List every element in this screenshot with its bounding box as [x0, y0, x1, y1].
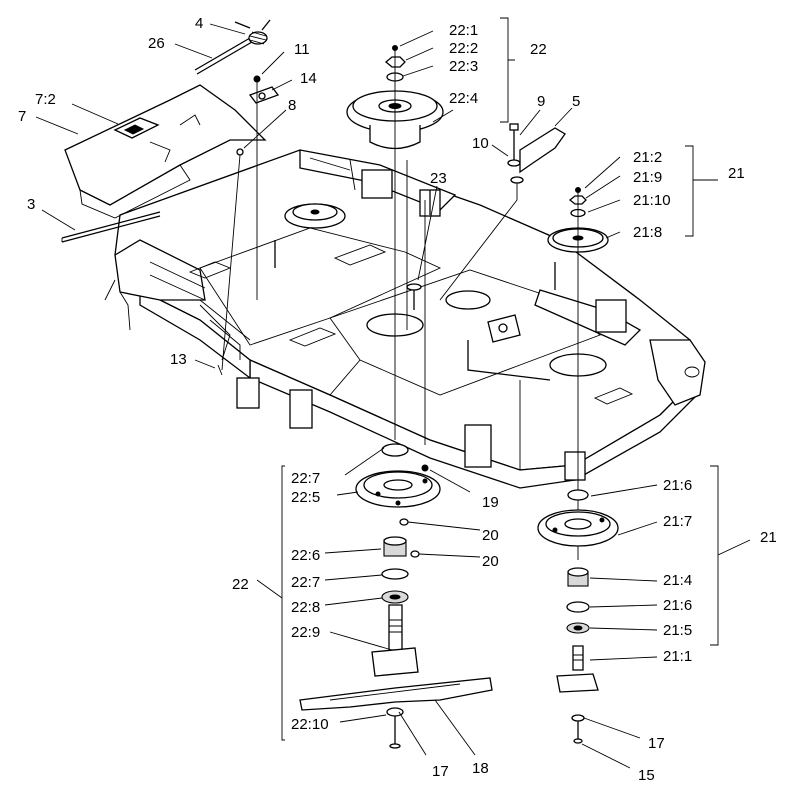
callout-22-7-lower: 22:7: [291, 574, 320, 591]
spindle-housing-21: [537, 489, 619, 744]
callout-26: 26: [148, 35, 165, 52]
callout-22-10: 22:10: [291, 716, 329, 733]
callout-22-9: 22:9: [291, 624, 320, 641]
callout-8: 8: [288, 97, 296, 114]
callout-21-side: 21: [760, 529, 777, 546]
callout-21-top: 21: [728, 165, 745, 182]
spindle-housing-22: [355, 443, 441, 749]
callout-22-6: 22:6: [291, 547, 320, 564]
callout-21-2: 21:2: [633, 149, 662, 166]
callout-23: 23: [430, 170, 447, 187]
callout-21-5: 21:5: [663, 622, 692, 639]
callout-21-7: 21:7: [663, 513, 692, 530]
callout-labels: 4 26 11 14 8 7:2 7 3 13 22:1 22:2 22:3 2…: [18, 15, 777, 784]
callout-21-1: 21:1: [663, 648, 692, 665]
callout-4: 4: [195, 15, 203, 32]
rod: [61, 211, 161, 243]
callout-19: 19: [482, 494, 499, 511]
callout-21-4: 21:4: [663, 572, 692, 589]
callout-22-5: 22:5: [291, 489, 320, 506]
callout-17-right: 17: [648, 735, 665, 752]
callout-11: 11: [294, 41, 310, 58]
idler-arm-hardware: [439, 123, 566, 301]
callout-18: 18: [472, 760, 489, 777]
callout-22-2: 22:2: [449, 40, 478, 57]
belt-cover: [64, 84, 267, 219]
callout-17-left: 17: [432, 763, 449, 780]
mower-deck: [104, 149, 706, 489]
callout-20-upper: 20: [482, 527, 499, 544]
callout-22-1: 22:1: [449, 22, 478, 39]
leader-lines: [35, 17, 751, 769]
callout-20-lower: 20: [482, 553, 499, 570]
callout-22-8: 22:8: [291, 599, 320, 616]
callout-21-8: 21:8: [633, 224, 662, 241]
callout-22-4: 22:4: [449, 90, 478, 107]
pivot-rod: [194, 37, 253, 75]
callout-3: 3: [27, 196, 35, 213]
callout-7-2: 7:2: [35, 91, 56, 108]
assembly-line-left: [217, 82, 258, 376]
callout-22-top: 22: [530, 41, 547, 58]
hardware-upper-left: [236, 75, 280, 156]
callout-21-6-upper: 21:6: [663, 477, 692, 494]
callout-22-side: 22: [232, 576, 249, 593]
cutting-blade: [299, 677, 493, 711]
callout-22-3: 22:3: [449, 58, 478, 75]
callout-15: 15: [638, 767, 655, 784]
callout-22-7-upper: 22:7: [291, 470, 320, 487]
callout-21-10: 21:10: [633, 192, 671, 209]
callout-10: 10: [472, 135, 489, 152]
callout-9: 9: [537, 93, 545, 110]
callout-5: 5: [572, 93, 580, 110]
callout-13: 13: [170, 351, 187, 368]
callout-21-9: 21:9: [633, 169, 662, 186]
carriage-bolt: [406, 283, 422, 310]
callout-7: 7: [18, 108, 26, 125]
callout-21-6-lower: 21:6: [663, 597, 692, 614]
torsion-spring: [234, 19, 271, 45]
assembly-line-center: [394, 50, 426, 445]
callout-14: 14: [300, 70, 317, 87]
